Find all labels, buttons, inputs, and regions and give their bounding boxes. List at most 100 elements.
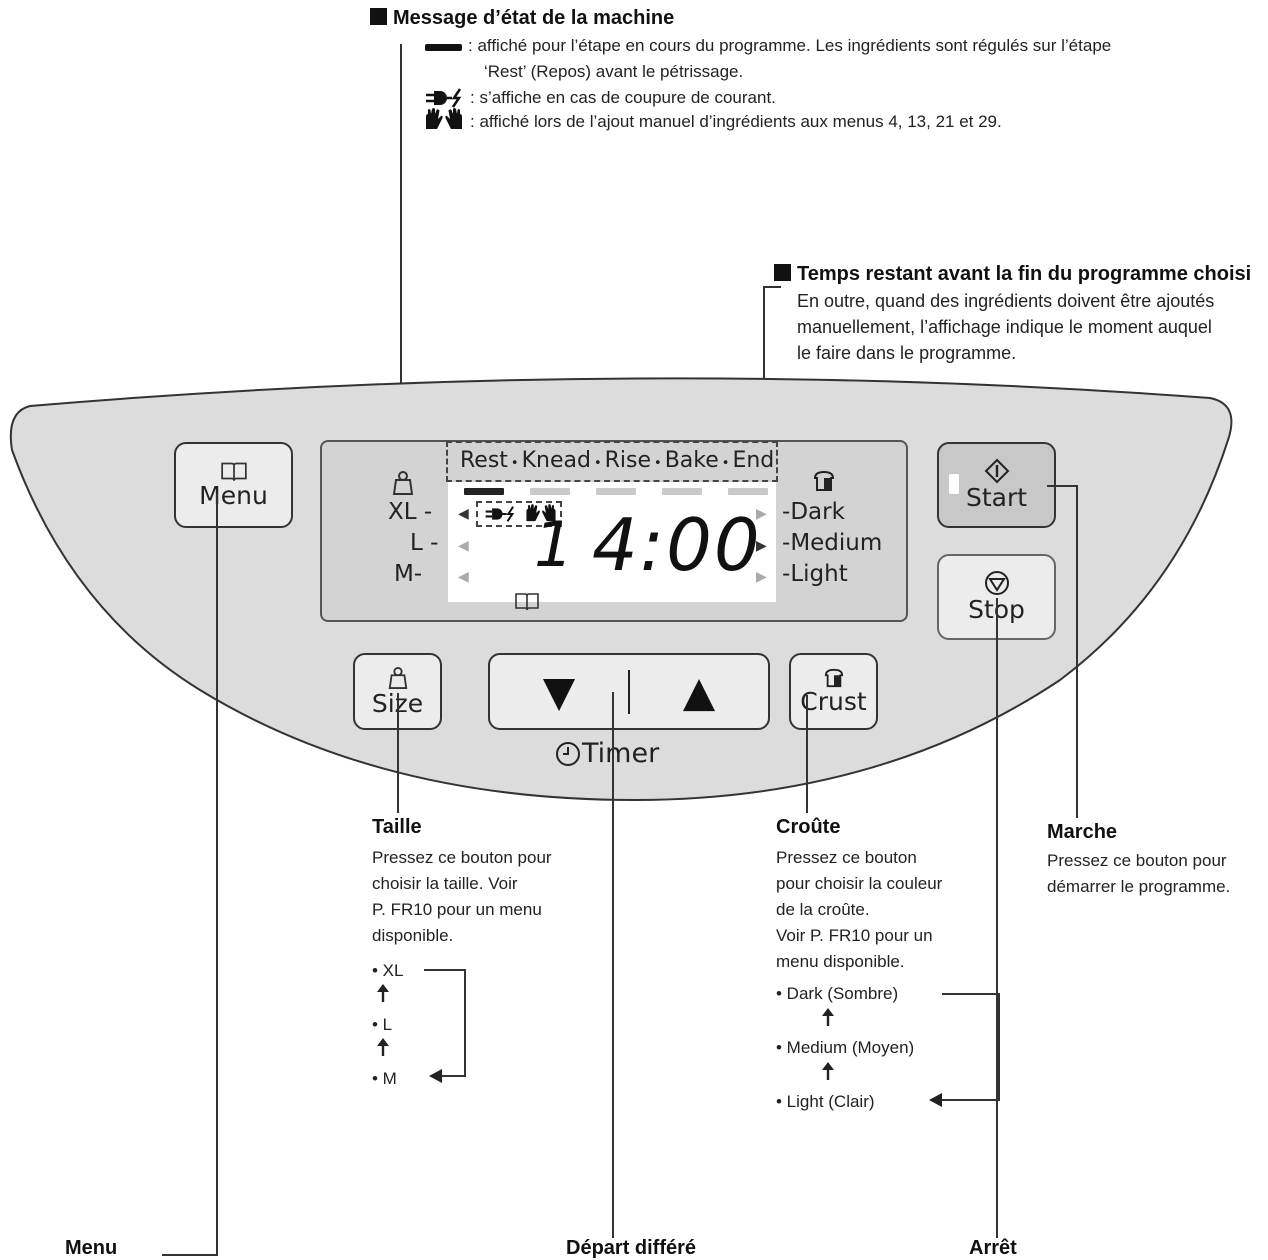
crust-leader [806,695,808,813]
crust-button[interactable]: Crust [789,653,878,730]
lcd-power-failure-icon [485,506,515,522]
power-failure-icon [426,88,462,108]
up-arrow-icon: ▲ [682,667,716,716]
size-arrow-l: ◀ [458,537,469,553]
taille-return-arrow-icon [429,1069,442,1083]
step-bake: Bake [664,448,719,473]
size-leader [397,693,399,813]
start-leader-horizontal [1047,485,1077,487]
book-icon [220,462,247,481]
timer-button-group: ▼ ▲ [488,653,770,730]
croute-text: Pressez ce bouton pour choisir la couleu… [776,848,943,971]
crust-label-medium: -Medium [782,530,883,556]
croute-heading: Croûte [776,816,841,838]
croute-option-dark: • Dark (Sombre) [776,984,899,1003]
status-line-4: : affiché lors de l’ajout manuel d’ingré… [470,112,1002,131]
taille-up-arrow-icon [377,1038,389,1056]
taille-bracket-bottom [440,1075,466,1077]
step-bar-rest [464,488,504,495]
timer-down-button[interactable]: ▼ [490,655,628,728]
step-bar-end [728,488,768,495]
heading-square-icon [774,264,791,281]
lcd-icon-box [476,501,562,527]
taille-bracket-right [464,969,466,1077]
bread-icon [813,470,835,491]
timer-leader [612,692,614,1238]
croute-option-medium: • Medium (Moyen) [776,1038,915,1057]
step-bar-rise [596,488,636,495]
hands-icon [426,108,462,129]
start-icon [984,458,1009,484]
lcd-time: 4:00 [592,503,762,587]
croute-return-arrow-icon [929,1093,942,1107]
taille-text: Pressez ce bouton pour choisir la taille… [372,848,552,945]
size-weight-icon [388,666,407,689]
size-label-l: L - [410,530,439,556]
croute-option-light: • Light (Clair) [776,1092,875,1111]
menu-heading: Menu [65,1237,118,1259]
bar-icon [425,44,462,51]
remaining-heading: Temps restant avant la fin du programme … [774,262,1251,286]
timer-label: Timer [554,738,659,769]
remaining-leader-horizontal [763,286,781,288]
size-label-m: M- [394,561,423,587]
croute-up-arrow-icon [822,1008,834,1026]
lcd-hands-icon [526,504,556,522]
remaining-line-3: le faire dans le programme. [797,343,1017,363]
menu-button-label: Menu [199,481,268,510]
heading-square-icon [370,8,387,25]
lcd-menu-number: 1 [534,508,574,581]
step-bar-bake [662,488,702,495]
croute-bracket-top [942,993,1000,995]
crust-label-dark: -Dark [782,499,845,525]
status-heading: Message d’état de la machine [370,6,674,30]
menu-leader-vertical [216,494,218,1256]
taille-up-arrow-icon [377,984,389,1002]
crust-arrow-light: ▶ [756,568,767,584]
remaining-line-2: manuellement, l’affichage indique le mom… [797,317,1212,337]
taille-bracket-top [424,969,466,971]
croute-bracket-bottom [940,1099,1000,1101]
stop-leader [996,598,998,1238]
menu-leader-horizontal [162,1254,218,1256]
status-leader-vertical [400,44,402,449]
status-line-2: ‘Rest’ (Repos) avant le pétrissage. [484,62,744,81]
crust-bread-icon [824,668,843,687]
step-bar-knead [530,488,570,495]
crust-arrow-dark: ▶ [756,505,767,521]
taille-option-l: • L [372,1015,393,1034]
croute-bracket-right [998,993,1000,1101]
down-arrow-icon: ▼ [542,667,576,716]
weight-icon [392,471,414,495]
menu-button[interactable]: Menu [174,442,293,528]
step-knead: Knead [521,448,591,473]
croute-up-arrow-icon [822,1062,834,1080]
start-button-label: Start [965,483,1028,512]
step-label-box [446,441,778,482]
lcd-book-icon [515,593,539,611]
taille-option-xl: • XL [372,961,404,980]
crust-button-label: Crust [800,686,867,716]
step-labels: Rest•Knead•Rise•Bake•End [460,448,775,473]
marche-text: Pressez ce bouton pour démarrer le progr… [1047,851,1231,896]
status-line-3: : s’affiche en cas de coupure de courant… [470,88,776,107]
crust-arrow-medium: ▶ [756,537,767,553]
size-label-xl: XL - [388,499,433,525]
start-leader-vertical [1076,485,1078,818]
marche-heading: Marche [1047,821,1118,843]
crust-label-light: -Light [782,561,848,587]
step-rest: Rest [460,448,508,473]
size-arrow-m: ◀ [458,568,469,584]
timer-heading: Départ différé [566,1237,697,1259]
status-line-1: : affiché pour l’étape en cours du progr… [468,36,1112,55]
timer-up-button[interactable]: ▲ [630,655,768,728]
step-rise: Rise [604,448,652,473]
timer-divider [628,669,630,714]
clock-icon [556,741,580,766]
size-arrow-xl: ◀ [458,505,469,521]
step-end: End [732,448,775,473]
remaining-line-1: En outre, quand des ingrédients doivent … [797,291,1215,311]
start-indicator-light [949,474,959,494]
taille-heading: Taille [372,816,422,838]
taille-option-m: • M [372,1069,397,1088]
